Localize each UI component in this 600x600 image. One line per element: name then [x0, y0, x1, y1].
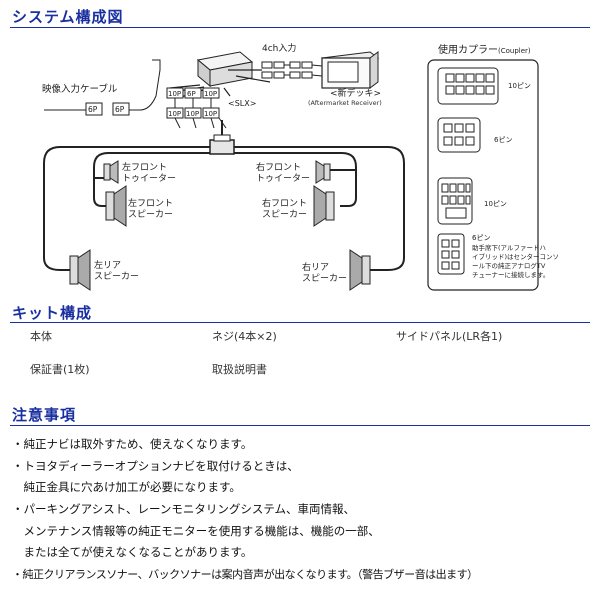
- coupler-10pin-b-icon: [437, 177, 473, 225]
- speaker-right-rear-icon: [349, 249, 371, 291]
- connector-6p-a: [85, 102, 103, 116]
- kit-item-screws: ネジ(4本×2): [212, 330, 277, 343]
- system-diagram-title: システム構成図: [12, 8, 124, 26]
- label-video-input-cable: 映像入力ケーブル: [42, 83, 118, 95]
- speaker-harness: [43, 120, 405, 271]
- system-diagram: 4ch入力 <新デッキ> (Aftermarket Receiver) 映像入力…: [42, 42, 559, 291]
- connector-10p-b-label: 10P: [204, 90, 217, 98]
- junction-box-top: [213, 134, 231, 142]
- note-line: ・純正ナビは取外すため、使えなくなります。: [12, 437, 253, 451]
- connector-6p-c-label: 6P: [187, 90, 196, 98]
- label-rf-speaker: 右フロントスピーカー: [262, 197, 307, 220]
- notes-title-rule: [10, 425, 590, 426]
- connector-10p-e-label: 10P: [204, 110, 217, 118]
- inner-right-wire: [232, 152, 357, 207]
- coupler-10pin-a-label: 10ピン: [508, 82, 531, 90]
- speaker-left-rear-icon: [69, 249, 91, 291]
- tweeter-left-icon: [103, 160, 119, 184]
- coupler-10pin-b-label: 10ピン: [484, 200, 507, 208]
- label-4ch-input: 4ch入力: [262, 42, 296, 54]
- coupler-title: 使用カプラー: [438, 43, 498, 56]
- inner-left-wire: [93, 152, 212, 207]
- note-line: または全てが使えなくなることがあります。: [12, 545, 253, 559]
- slx-connectors: [166, 87, 227, 129]
- rca-cables: [261, 61, 323, 79]
- kit-item-warranty: 保証書(1枚): [30, 363, 90, 376]
- connector-10p-d-label: 10P: [186, 110, 199, 118]
- speaker-left-front-icon: [105, 185, 127, 227]
- system-title-rule: [10, 27, 590, 28]
- label-rf-tweeter: 右フロントトゥイーター: [256, 161, 310, 184]
- coupler-6pin-a-icon: [437, 117, 481, 153]
- connector-6p-b-label: 6P: [115, 105, 125, 114]
- kit-title-rule: [10, 322, 590, 323]
- coupler-subtitle: (Coupler): [498, 47, 531, 55]
- connector-6p-a-label: 6P: [88, 105, 98, 114]
- new-deck-unit: [320, 51, 380, 89]
- coupler-6pin-b-label: 6ピン: [472, 234, 490, 242]
- note-line: メンテナンス情報等の純正モニターを使用する機能は、機能の一部、: [12, 524, 380, 538]
- coupler-6pin-a-label: 6ピン: [494, 136, 512, 144]
- label-lf-speaker: 左フロントスピーカー: [128, 197, 173, 220]
- kit-item-manual: 取扱説明書: [212, 363, 267, 376]
- coupler-panel: 使用カプラー (Coupler) 10ピン 6ピン 10ピン 6ピン: [427, 43, 559, 291]
- kit-title: キット構成: [12, 304, 93, 322]
- connector-10p-c-label: 10P: [168, 110, 181, 118]
- label-lf-tweeter: 左フロントトゥイーター: [122, 161, 176, 184]
- connector-6p-b: [112, 102, 130, 116]
- notes-title: 注意事項: [12, 406, 77, 424]
- connector-10p-a-label: 10P: [168, 90, 181, 98]
- label-lr-speaker: 左リアスピーカー: [94, 259, 139, 282]
- kit-item-body: 本体: [30, 330, 52, 343]
- outer-left-wire: [43, 146, 212, 271]
- label-new-deck: <新デッキ>: [330, 87, 381, 99]
- label-aftermarket-receiver: (Aftermarket Receiver): [308, 99, 382, 107]
- slx-unit: [169, 51, 271, 99]
- coupler-6pin-b-icon: [437, 233, 465, 275]
- label-slx: <SLX>: [228, 99, 256, 108]
- coupler-10pin-a-icon: [437, 67, 499, 105]
- note-line: ・純正クリアランスソナー、バックソナーは案内音声が出なくなります。（警告ブザー音…: [12, 568, 478, 581]
- note-line: ・パーキングアシスト、レーンモニタリングシステム、車両情報、: [12, 502, 356, 516]
- label-rr-speaker: 右リアスピーカー: [302, 261, 347, 284]
- tweeter-right-icon: [315, 160, 331, 184]
- speaker-right-front-icon: [313, 185, 335, 227]
- outer-right-wire: [232, 146, 405, 271]
- note-line: ・トヨタディーラーオプションナビを取付けるときは、: [12, 459, 299, 473]
- note-line: 純正金具に穴あけ加工が必要になります。: [12, 480, 241, 494]
- kit-item-side-panels: サイドパネル(LR各1): [396, 330, 503, 343]
- junction-box: [209, 139, 235, 155]
- video-cable-wire: [120, 59, 161, 111]
